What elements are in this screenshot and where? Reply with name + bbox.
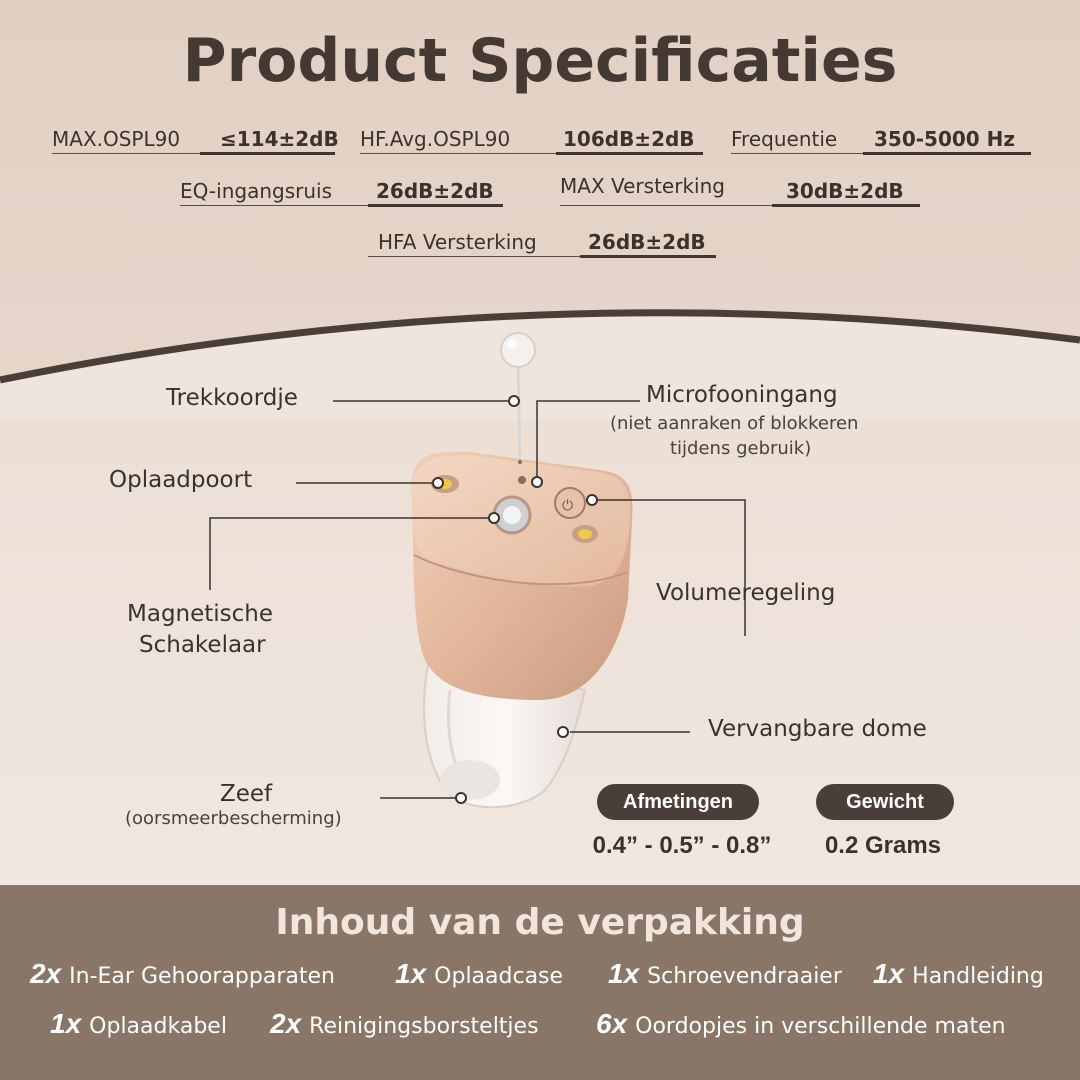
svg-text:⏻: ⏻: [562, 498, 573, 514]
label-vervangbare-dome: Vervangbare dome: [708, 716, 927, 742]
spec-eq-ingangsruis: EQ-ingangsruis 26dB±2dB: [180, 174, 503, 207]
package-name: Schroevendraaier: [647, 964, 842, 989]
package-qty: 1x: [873, 958, 905, 989]
package-name: Reinigingsborsteltjes: [309, 1014, 539, 1039]
spec-label: EQ-ingangsruis: [180, 179, 333, 203]
spec-value: ≤114±2dB: [220, 127, 339, 151]
divider-arc: [0, 309, 1080, 420]
spec-label: MAX Versterking: [560, 174, 725, 198]
package-title: Inhoud van de verpakking: [275, 902, 805, 943]
package-item: 1x Handleiding: [873, 958, 1044, 990]
spec-value: 350-5000 Hz: [874, 127, 1016, 151]
page-title: Product Specificaties: [182, 26, 898, 96]
package-item: 1x Oplaadcase: [395, 958, 563, 990]
package-qty: 1x: [50, 1008, 82, 1039]
package-item: 2x In-Ear Gehoorapparaten: [30, 958, 335, 990]
package-section: [0, 885, 1080, 1080]
package-item: 2x Reinigingsborsteltjes: [270, 1008, 539, 1040]
label-microfoon-note-2: tijdens gebruik): [670, 438, 812, 459]
spec-frequentie: Frequentie 350-5000 Hz: [731, 122, 1031, 155]
label-zeef: Zeef: [220, 781, 273, 807]
label-schakelaar: Schakelaar: [139, 632, 266, 658]
package-qty: 1x: [608, 958, 640, 989]
package-name: Oordopjes in verschillende maten: [635, 1014, 1006, 1039]
spec-value: 26dB±2dB: [588, 230, 706, 254]
spec-max-versterking: MAX Versterking 30dB±2dB: [560, 174, 920, 207]
label-trekkoordje: Trekkoordje: [166, 385, 298, 411]
package-item: 1x Oplaadkabel: [50, 1008, 227, 1040]
spec-value: 106dB±2dB: [563, 127, 695, 151]
spec-value: 26dB±2dB: [376, 179, 494, 203]
spec-label: MAX.OSPL90: [52, 127, 181, 151]
spec-hf-avg-ospl90: HF.Avg.OSPL90 106dB±2dB: [360, 122, 703, 155]
gewicht-badge: Gewicht: [816, 784, 954, 820]
label-oplaadpoort: Oplaadpoort: [109, 467, 253, 493]
label-zeef-note: (oorsmeerbescherming): [125, 808, 342, 829]
package-qty: 1x: [395, 958, 427, 989]
spec-hfa-versterking: HFA Versterking 26dB±2dB: [368, 225, 716, 258]
label-microfoon-note-1: (niet aanraken of blokkeren: [610, 413, 859, 434]
spec-value: 30dB±2dB: [786, 179, 904, 203]
spec-label: HF.Avg.OSPL90: [360, 127, 511, 151]
package-name: Handleiding: [912, 964, 1044, 989]
afmetingen-badge: Afmetingen: [597, 784, 759, 820]
afmetingen-value: 0.4” - 0.5” - 0.8”: [592, 832, 772, 859]
package-name: Oplaadkabel: [89, 1014, 227, 1039]
package-qty: 2x: [270, 1008, 302, 1039]
package-item: 1x Schroevendraaier: [608, 958, 842, 990]
spec-label: HFA Versterking: [378, 230, 537, 254]
package-item: 6x Oordopjes in verschillende maten: [596, 1008, 1006, 1040]
gewicht-label: Gewicht: [846, 790, 924, 813]
spec-max-ospl90: MAX.OSPL90 ≤114±2dB: [52, 122, 339, 155]
label-volumeregeling: Volumeregeling: [656, 580, 836, 606]
gewicht-value: 0.2 Grams: [824, 832, 942, 859]
package-qty: 6x: [596, 1008, 628, 1039]
label-magnetische: Magnetische: [127, 601, 274, 627]
label-microfooningang: Microfooningang: [646, 382, 838, 408]
package-name: In-Ear Gehoorapparaten: [69, 964, 335, 989]
package-qty: 2x: [30, 958, 62, 989]
package-name: Oplaadcase: [434, 964, 564, 989]
spec-label: Frequentie: [731, 127, 838, 151]
afmetingen-label: Afmetingen: [623, 790, 733, 813]
